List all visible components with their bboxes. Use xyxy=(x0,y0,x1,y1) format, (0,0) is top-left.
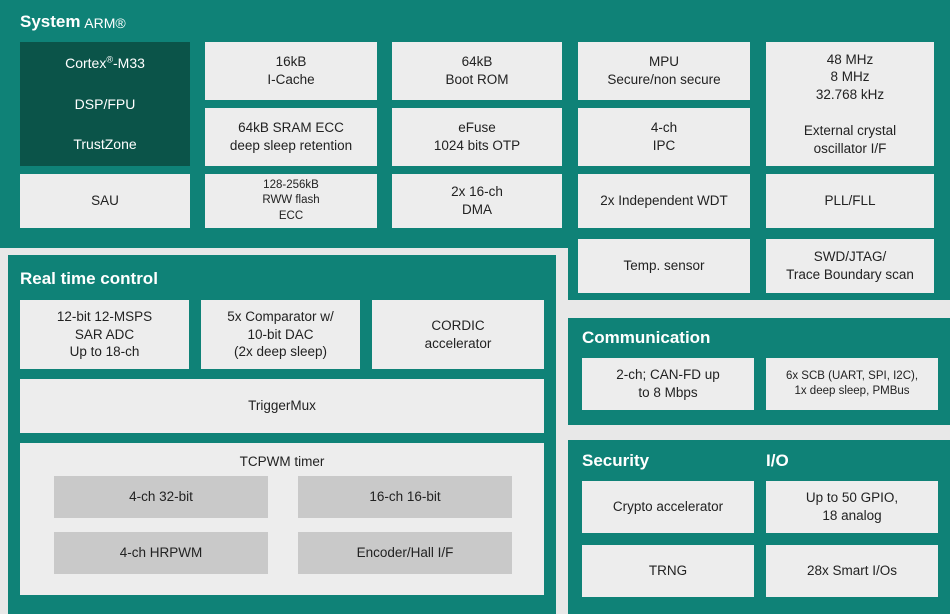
cpu-line-trustzone: TrustZone xyxy=(73,136,137,153)
system-panel-title: System xyxy=(20,12,81,31)
block-watchdog: 2x Independent WDT xyxy=(578,174,750,228)
io-panel-title: I/O xyxy=(766,451,789,470)
cpu-line-dspfpu: DSP/FPU xyxy=(74,95,136,112)
block-mpu: MPU Secure/non secure xyxy=(578,42,750,100)
block-comparator-dac: 5x Comparator w/ 10-bit DAC (2x deep sle… xyxy=(201,300,360,369)
security-io-panel: Security I/O Crypto accelerator TRNG Up … xyxy=(568,440,950,614)
block-arm-cortex-m33: ARM® Cortex®-M33 DSP/FPU TrustZone 180MH… xyxy=(20,15,190,193)
real-time-control-panel: Real time control 12-bit 12-MSPS SAR ADC… xyxy=(8,255,556,614)
block-dma: 2x 16-ch DMA xyxy=(392,174,562,228)
block-efuse-otp: eFuse 1024 bits OTP xyxy=(392,108,562,166)
block-sar-adc: 12-bit 12-MSPS SAR ADC Up to 18-ch xyxy=(20,300,189,369)
block-pll-fll: PLL/FLL xyxy=(766,174,934,228)
block-gpio: Up to 50 GPIO, 18 analog xyxy=(766,481,938,533)
block-cordic-accelerator: CORDIC accelerator xyxy=(372,300,544,369)
block-crypto-accelerator: Crypto accelerator xyxy=(582,481,754,533)
communication-panel: Communication 2-ch; CAN-FD up to 8 Mbps … xyxy=(568,318,950,425)
block-tcpwm-4ch-32bit: 4-ch 32-bit xyxy=(54,476,268,518)
tcpwm-timer-label: TCPWM timer xyxy=(239,454,325,469)
block-scb-uart-spi-i2c: 6x SCB (UART, SPI, I2C), 1x deep sleep, … xyxy=(766,358,938,410)
cpu-line-arm: ARM® xyxy=(84,14,126,31)
block-rww-flash: 128-256kB RWW flash ECC xyxy=(205,174,377,228)
security-panel-title: Security xyxy=(582,451,650,470)
block-tcpwm-16ch-16bit: 16-ch 16-bit xyxy=(298,476,512,518)
real-time-control-panel-title: Real time control xyxy=(20,269,158,288)
block-trng: TRNG xyxy=(582,545,754,597)
block-smart-io: 28x Smart I/Os xyxy=(766,545,938,597)
cpu-line-cortex: Cortex®-M33 xyxy=(65,54,145,72)
block-can-fd: 2-ch; CAN-FD up to 8 Mbps xyxy=(582,358,754,410)
block-i-cache: 16kB I-Cache xyxy=(205,42,377,100)
communication-panel-title: Communication xyxy=(582,328,711,347)
system-panel: System ARM® Cortex®-M33 DSP/FPU TrustZon… xyxy=(0,0,950,248)
block-tcpwm-4ch-hrpwm: 4-ch HRPWM xyxy=(54,532,268,574)
block-sram-ecc: 64kB SRAM ECC deep sleep retention xyxy=(205,108,377,166)
block-tcpwm-timer-group: TCPWM timer 4-ch 32-bit 16-ch 16-bit 4-c… xyxy=(20,443,544,595)
block-triggermux: TriggerMux xyxy=(20,379,544,433)
block-ipc: 4-ch IPC xyxy=(578,108,750,166)
block-clocks-oscillator: 48 MHz 8 MHz 32.768 kHz External crystal… xyxy=(766,42,934,166)
block-tcpwm-encoder-hall: Encoder/Hall I/F xyxy=(298,532,512,574)
block-sau: SAU xyxy=(20,174,190,228)
block-boot-rom: 64kB Boot ROM xyxy=(392,42,562,100)
block-temp-sensor: Temp. sensor xyxy=(578,239,750,293)
block-swd-jtag-trace: SWD/JTAG/ Trace Boundary scan xyxy=(766,239,934,293)
